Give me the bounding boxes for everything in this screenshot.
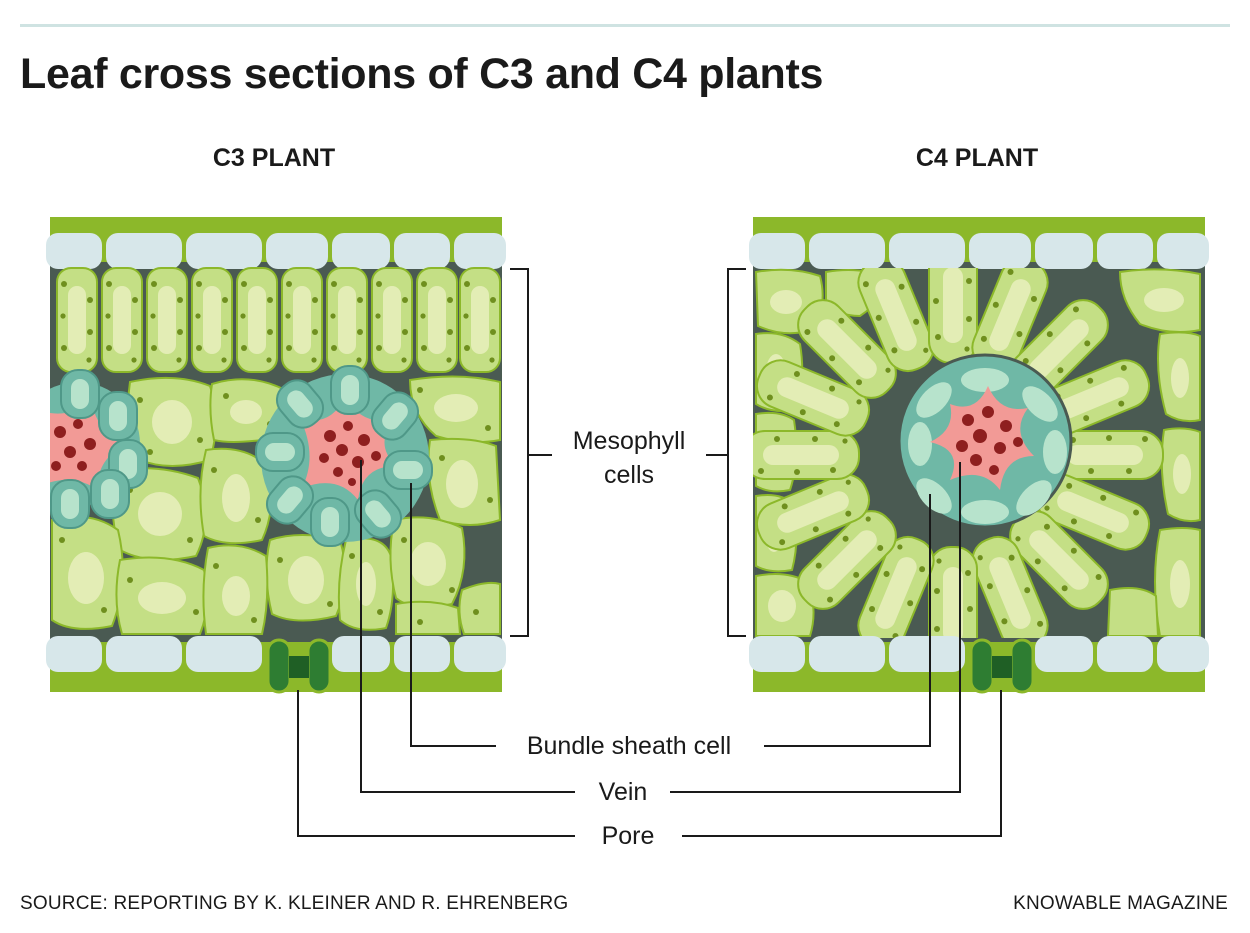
c3-upper-epidermis bbox=[46, 233, 506, 269]
c4-pore bbox=[969, 638, 1035, 694]
c4-vein bbox=[897, 353, 1073, 529]
vein-leader-c4 bbox=[670, 462, 961, 793]
pore-label: Pore bbox=[578, 822, 678, 851]
c3-panel-title: C3 PLANT bbox=[212, 144, 336, 172]
c3-vein bbox=[255, 365, 433, 547]
publisher-credit: KNOWABLE MAGAZINE bbox=[1013, 893, 1228, 914]
vein-label: Vein bbox=[578, 778, 668, 807]
c3-spongy-cells bbox=[50, 369, 502, 635]
c3-pore bbox=[266, 638, 332, 694]
bundle-sheath-leader-c3 bbox=[410, 483, 496, 747]
vein-leader-c3 bbox=[360, 460, 575, 793]
pore-leader-c3 bbox=[297, 690, 575, 837]
source-credit: SOURCE: REPORTING BY K. KLEINER AND R. E… bbox=[20, 893, 569, 914]
leader-lines bbox=[297, 460, 1002, 837]
pore-leader-c4 bbox=[682, 690, 1002, 837]
c4-panel-title: C4 PLANT bbox=[915, 144, 1039, 172]
c3-leaf bbox=[46, 217, 506, 694]
bundle-sheath-leader-c4 bbox=[764, 494, 931, 747]
c3-partial-vein bbox=[50, 369, 148, 529]
bundle-sheath-label: Bundle sheath cell bbox=[500, 732, 758, 761]
c4-lower-epidermis bbox=[749, 636, 1209, 672]
c4-bundle-sheath-cells bbox=[908, 368, 1067, 524]
mesophyll-label-line1: Mesophyll bbox=[572, 427, 686, 455]
page-title: Leaf cross sections of C3 and C4 plants bbox=[20, 50, 824, 98]
c4-leaf bbox=[749, 217, 1209, 694]
mesophyll-label-line2: cells bbox=[603, 461, 654, 489]
mesophyll-brackets bbox=[510, 268, 746, 637]
top-rule bbox=[20, 24, 1230, 27]
c4-upper-epidermis bbox=[749, 233, 1209, 269]
mesophyll-label: Mesophyll cells bbox=[556, 424, 702, 492]
